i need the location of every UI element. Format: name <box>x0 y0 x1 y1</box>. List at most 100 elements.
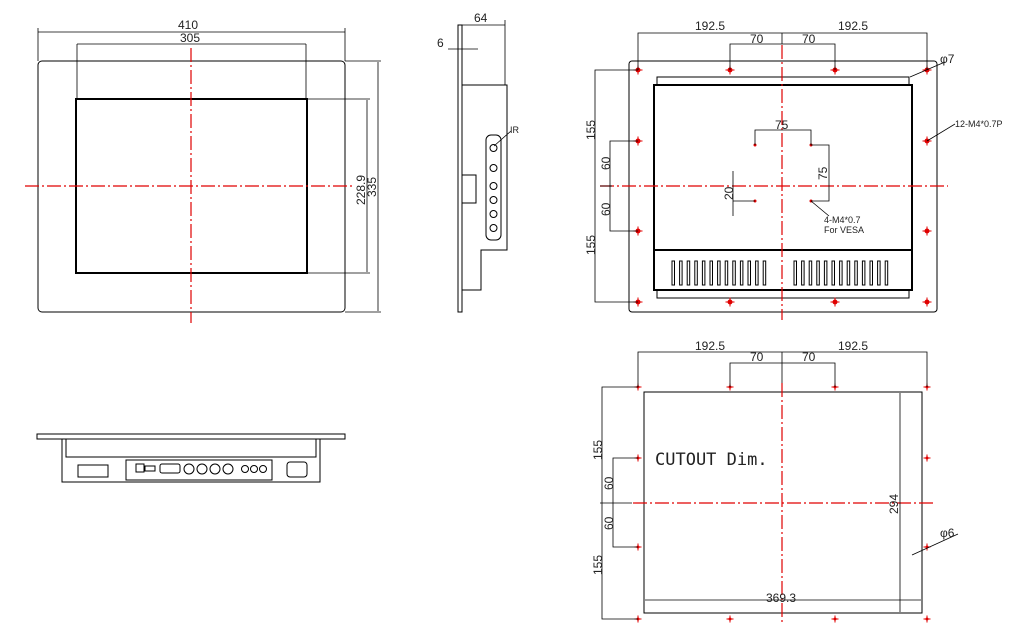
bottom-panel-edge <box>36 433 346 440</box>
dimension-305: 305 <box>76 31 307 99</box>
rear-bottom-lip <box>656 289 910 299</box>
dim-label: 192.5 <box>695 19 725 33</box>
vesa-holes <box>753 143 813 203</box>
dim-64-label: 64 <box>474 11 488 25</box>
side-panel <box>457 24 463 313</box>
rear-top-lip <box>656 76 910 86</box>
dim-label: 60 <box>602 476 616 490</box>
vent-slot <box>686 260 691 286</box>
vent-slot <box>747 260 751 286</box>
side-body <box>462 84 508 291</box>
bnc-ports <box>183 463 267 475</box>
dim-label: 60 <box>602 516 616 530</box>
vent-slot <box>869 260 873 286</box>
cutout-title: CUTOUT Dim. <box>655 450 768 470</box>
side-button-icon <box>489 182 498 190</box>
side-bracket <box>461 174 477 204</box>
dim-label: 228.9 <box>354 175 368 205</box>
bnc-port-icon <box>241 465 249 473</box>
dim-label: 155 <box>591 555 605 575</box>
side-button-icon <box>489 144 498 152</box>
bottom-vent-plate <box>65 438 317 458</box>
vent-slot <box>846 260 851 286</box>
mounting-hole-icon <box>830 297 840 307</box>
bnc-port-icon <box>222 463 234 475</box>
vent-slot <box>884 260 889 286</box>
hole-dia-label: φ7 <box>940 52 955 66</box>
vent-slot <box>877 260 881 286</box>
bnc-port-icon <box>209 463 221 475</box>
dim-label: 410 <box>178 18 198 32</box>
vent-slot <box>732 260 736 286</box>
vent-slot <box>709 260 713 286</box>
vesa-note: For VESA <box>824 225 864 235</box>
dim-label: 192.5 <box>838 339 868 353</box>
cutout-view: CUTOUT Dim. 192.5 192.5 70 70 155 155 60… <box>591 339 959 625</box>
vent-slot <box>739 260 744 286</box>
dim-label: 60 <box>599 202 613 216</box>
vent-slot <box>671 260 675 286</box>
mounting-hole-icon <box>726 615 734 623</box>
dvi-port <box>77 464 109 478</box>
mounting-hole-icon <box>831 615 839 623</box>
vent-slot <box>701 260 706 286</box>
mounting-hole-icon <box>725 297 735 307</box>
dim-label: 155 <box>584 235 598 255</box>
dc-port <box>135 463 145 473</box>
dim-label: 369.3 <box>766 591 796 605</box>
ir-label: IR <box>510 125 520 135</box>
side-button-icon <box>489 210 498 218</box>
dim-label: 20 <box>722 186 736 200</box>
bnc-port-icon <box>196 463 208 475</box>
dim-label: 335 <box>365 177 379 197</box>
vent-slot <box>823 260 828 286</box>
dim-6-label: 6 <box>437 36 444 50</box>
mounting-hole-icon <box>923 454 931 462</box>
dim-label: 305 <box>180 31 200 45</box>
side-button-icon <box>489 224 498 232</box>
bnc-port-icon <box>250 465 258 473</box>
dimension-335: 335 <box>345 60 381 313</box>
dim-label: 70 <box>802 32 816 46</box>
dim-label: 192.5 <box>695 339 725 353</box>
vesa-note: 4-M4*0.7 <box>824 215 861 225</box>
rear-vents <box>671 260 889 286</box>
vent-slot <box>839 260 843 286</box>
vent-slot <box>724 260 729 286</box>
bnc-port-icon <box>259 465 267 473</box>
front-view: 410 305 228.9 335 <box>25 18 381 323</box>
rear-view: 192.5 192.5 70 70 155 155 60 60 φ7 12-M4… <box>584 19 1003 320</box>
hole-note-label: 12-M4*0.7P <box>955 119 1003 129</box>
mounting-hole-icon <box>923 615 931 623</box>
mounting-hole-icon <box>922 297 932 307</box>
dim-label: 70 <box>750 32 764 46</box>
vent-slot <box>861 260 866 286</box>
vent-slot <box>679 260 683 286</box>
dim-label: 155 <box>584 120 598 140</box>
bottom-view <box>36 433 346 483</box>
power-socket <box>286 461 308 478</box>
vent-slot <box>755 260 759 286</box>
vent-slot <box>762 260 767 286</box>
rear-body <box>653 84 913 291</box>
hole-dia-label: φ6 <box>940 526 955 540</box>
dim-label: 294 <box>887 494 901 514</box>
dim-label: 70 <box>802 350 816 364</box>
side-control-strip <box>485 134 502 241</box>
side-view: 64 6 IR <box>437 11 520 313</box>
dim-label: 60 <box>599 156 613 170</box>
dim-label: 75 <box>775 118 789 132</box>
vent-slot <box>717 260 721 286</box>
vent-slot <box>854 260 858 286</box>
mounting-hole-icon <box>922 226 932 236</box>
vent-slot <box>694 260 698 286</box>
vga-port <box>159 463 181 474</box>
side-button-icon <box>489 196 498 204</box>
vent-slot <box>808 260 813 286</box>
vent-slot <box>801 260 805 286</box>
vent-slot <box>793 260 797 286</box>
io-panel <box>125 459 273 481</box>
dim-label: 75 <box>816 166 830 180</box>
